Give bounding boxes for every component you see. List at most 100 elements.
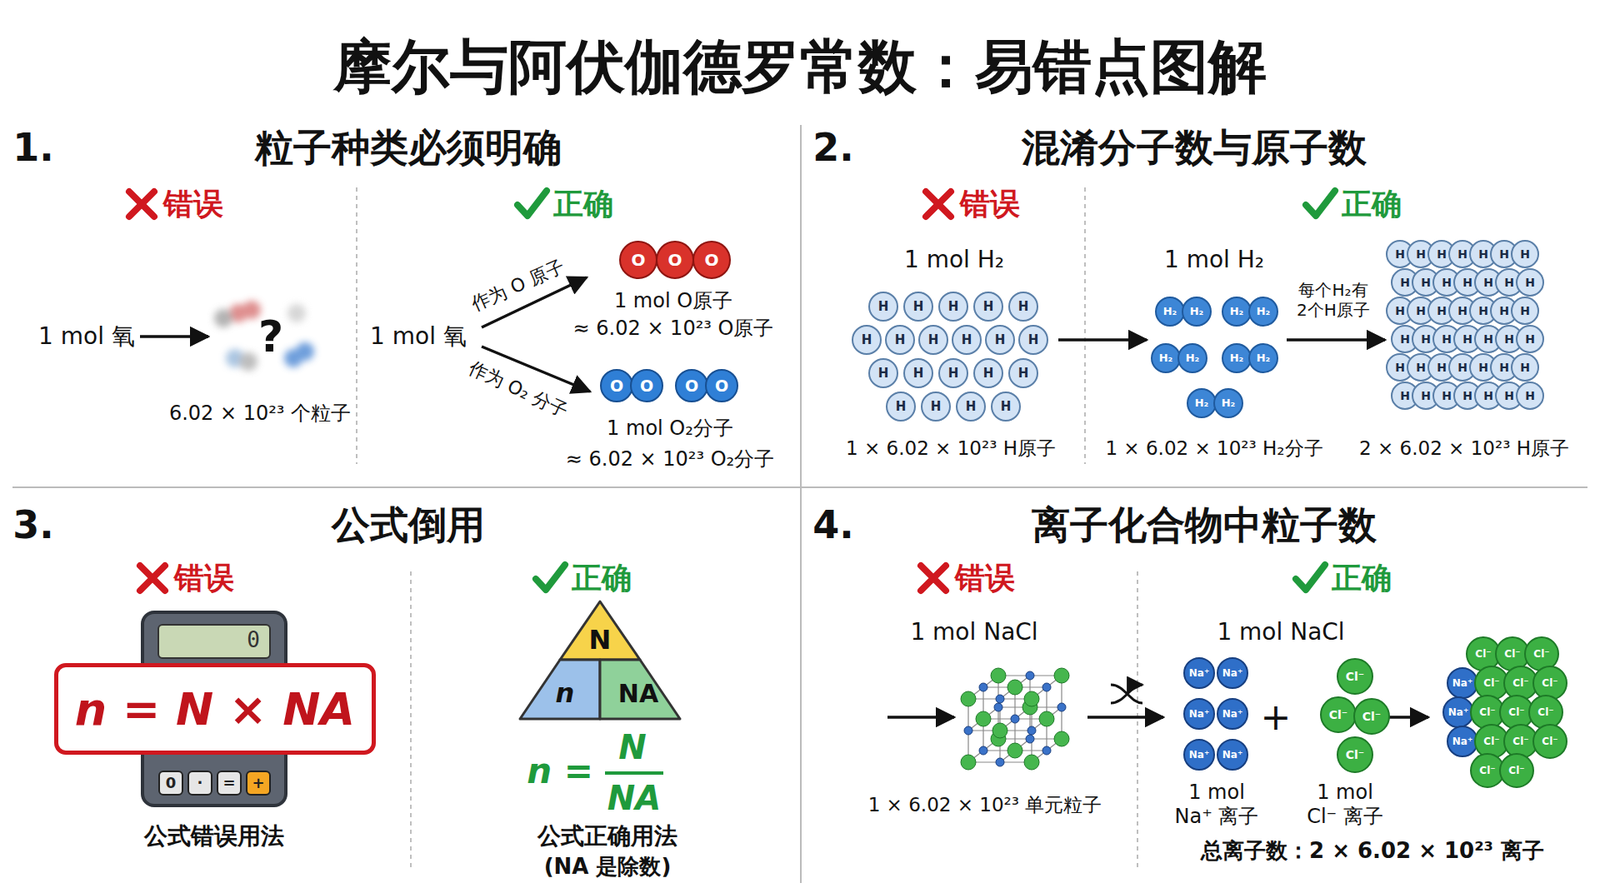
atom-circle xyxy=(1249,344,1278,373)
triangle-symbol: n xyxy=(555,677,575,710)
atom-label: H xyxy=(1462,389,1473,404)
atom-label: H xyxy=(1400,332,1410,347)
atom-label: Cl⁻ xyxy=(1512,735,1529,748)
total-caption: 总离子数：2 × 6.02 × 10²³ 离子 xyxy=(1200,838,1545,865)
atom-circle xyxy=(1511,240,1539,268)
atom-circle xyxy=(1354,699,1390,735)
atom-circle xyxy=(1337,737,1373,773)
check-icon xyxy=(517,190,547,216)
blurred-particles xyxy=(214,300,315,371)
atom-label: H xyxy=(1478,304,1489,319)
atom-label: H xyxy=(948,299,960,315)
atom-circle xyxy=(904,292,933,321)
atom-circle xyxy=(985,325,1015,355)
atom-label: Cl⁻ xyxy=(1483,735,1500,748)
atom-label: H xyxy=(1395,304,1405,319)
atom-label: H xyxy=(1478,360,1489,375)
atom-label: H xyxy=(1499,360,1510,375)
count-caption: 2 × 6.02 × 10²³ H原子 xyxy=(1359,437,1570,461)
atom-label: H xyxy=(1520,360,1530,375)
count-caption: 1 mol O原子 xyxy=(614,289,733,314)
fraction-bar xyxy=(605,771,664,775)
section-heading: 公式倒用 xyxy=(331,502,485,549)
count-caption: 1 mol O₂分子 xyxy=(606,416,734,441)
atom-label: H xyxy=(878,365,890,381)
arrow-label: 作为 O₂ 分子 xyxy=(465,357,571,423)
arrow xyxy=(1058,338,1147,342)
atom-label: H xyxy=(995,332,1006,348)
atom-label: Cl⁻ xyxy=(1345,670,1365,685)
triangle-symbol: N xyxy=(589,624,612,656)
right-tag: 正确 xyxy=(1331,560,1392,596)
arrow xyxy=(887,715,955,720)
atom-label: H xyxy=(861,332,873,348)
atom-circle xyxy=(869,359,898,388)
atom-label: Na⁺ xyxy=(1452,735,1473,748)
atom-label: H₂ xyxy=(1256,351,1271,365)
atom-label: H₂ xyxy=(1163,305,1178,319)
atom-circle xyxy=(1443,697,1474,728)
atom-label: H xyxy=(965,399,977,415)
atom-label: H xyxy=(1457,247,1468,262)
check-icon xyxy=(1305,190,1335,216)
atom-circle xyxy=(1217,740,1248,770)
section-heading: 粒子种类必须明确 xyxy=(255,125,562,171)
atom-label: H xyxy=(1000,399,1012,415)
atom-label: H xyxy=(1520,304,1530,319)
triangle-symbol: NA xyxy=(618,679,659,709)
atom-circle xyxy=(1217,658,1248,689)
atom-circle xyxy=(1447,668,1478,699)
atom-circle xyxy=(939,359,968,388)
atom-circle xyxy=(1222,297,1251,326)
formula-triangle: Nn NA xyxy=(516,600,684,721)
atom-label: H xyxy=(895,399,907,415)
shuffle-icon xyxy=(1110,685,1143,704)
atom-label: H xyxy=(1462,275,1473,290)
count-caption: 1 mol Na⁺ 离子 xyxy=(1173,780,1260,830)
calculator-key: + xyxy=(251,774,265,793)
atom-circle xyxy=(620,241,657,279)
atom-label: H xyxy=(1415,304,1426,319)
atom-label: H xyxy=(983,299,995,315)
right-tag: 正确 xyxy=(571,560,632,596)
atom-circle xyxy=(656,241,694,279)
atom-label: H₂ xyxy=(1230,305,1245,319)
atom-label: O xyxy=(630,250,645,270)
atom-circle xyxy=(1009,359,1038,388)
amount-label: 1 mol H₂ xyxy=(1164,245,1265,275)
atom-label: H₂ xyxy=(1159,351,1174,365)
atom-label: H xyxy=(1483,332,1494,347)
atom-label: H xyxy=(1499,304,1510,319)
atom-label: Cl⁻ xyxy=(1541,735,1558,748)
count-caption: 1 × 6.02 × 10²³ H₂分子 xyxy=(1105,437,1323,461)
atom-label: H xyxy=(913,299,925,315)
section-heading: 离子化合物中粒子数 xyxy=(1031,502,1377,549)
atom-circle xyxy=(939,292,968,321)
atom-circle xyxy=(921,392,950,421)
atom-label: H xyxy=(1400,389,1410,404)
atom-label: H xyxy=(1504,389,1515,404)
count-caption: 6.02 × 10²³ 个粒子 xyxy=(169,401,351,426)
atom-circle xyxy=(1533,725,1567,759)
atom-label: Na⁺ xyxy=(1452,677,1473,690)
atom-label: H xyxy=(1441,389,1452,404)
cross-icon xyxy=(140,565,165,591)
atom-circle xyxy=(1222,344,1251,373)
atom-circle xyxy=(1009,292,1038,321)
arrow xyxy=(1087,715,1164,720)
atom-circle xyxy=(952,325,981,355)
key-cap xyxy=(188,771,212,795)
atom-label: O xyxy=(640,376,654,396)
atom-label: H₂ xyxy=(1256,305,1271,319)
cross-icon xyxy=(920,565,946,591)
atom-label: H₂ xyxy=(1230,351,1245,365)
atom-label: Cl⁻ xyxy=(1479,765,1495,777)
atom-circle xyxy=(1500,754,1534,788)
atom-label: Na⁺ xyxy=(1189,708,1210,720)
atom-label: H xyxy=(878,299,890,315)
atom-label: H xyxy=(1462,332,1473,347)
section-heading: 混淆分子数与原子数 xyxy=(1021,125,1367,171)
page-title: 摩尔与阿伏伽德罗常数：易错点图解 xyxy=(333,31,1267,102)
atom-circle xyxy=(1182,297,1211,326)
atom-label: H xyxy=(1420,332,1431,347)
